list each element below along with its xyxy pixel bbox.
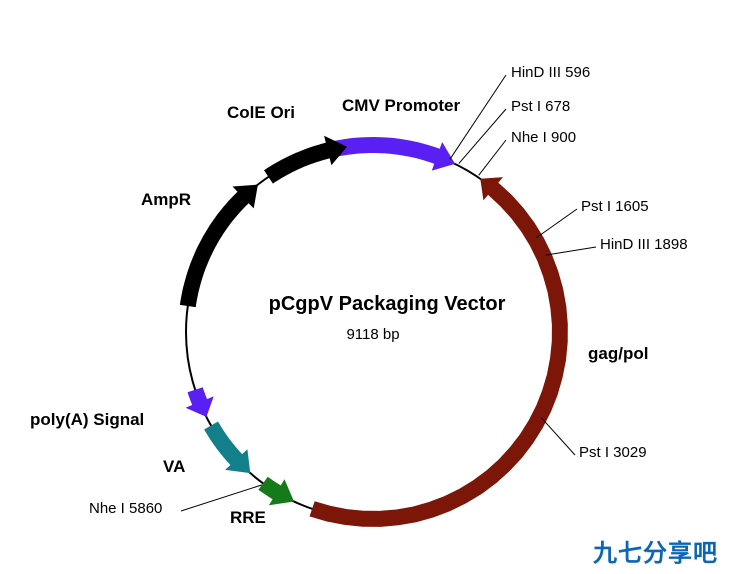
site-leader-pst1605: [536, 208, 578, 238]
site-label-hind1898: HinD III 1898: [600, 236, 688, 253]
feature-arrow-colei: [264, 135, 347, 184]
plasmid-name: pCgpV Packaging Vector: [269, 293, 506, 315]
feature-label-cmv: CMV Promoter: [342, 96, 460, 115]
site-leader-hind1898: [545, 246, 597, 256]
site-label-pst3029: Pst I 3029: [579, 444, 647, 461]
site-leader-pst678: [458, 108, 507, 164]
site-leader-nhe900: [478, 139, 507, 176]
feature-label-gagpol: gag/pol: [588, 344, 648, 363]
feature-label-colei: ColE Ori: [227, 103, 295, 122]
site-label-nhe5860: Nhe I 5860: [89, 500, 162, 517]
site-leader-nhe5860: [180, 484, 263, 512]
feature-arrow-va: [204, 421, 251, 474]
site-leader-hind596: [449, 74, 507, 160]
site-label-pst1605: Pst I 1605: [581, 198, 649, 215]
feature-arrow-ampr: [179, 184, 258, 308]
features-layer: [179, 135, 568, 527]
site-label-pst678: Pst I 678: [511, 98, 570, 115]
feature-label-ampr: AmpR: [141, 190, 191, 209]
feature-arrow-rre: [258, 476, 294, 506]
feature-arrow-polya: [185, 387, 214, 417]
site-label-nhe900: Nhe I 900: [511, 129, 576, 146]
feature-arrow-gagpol: [309, 177, 568, 527]
feature-label-polya: poly(A) Signal: [30, 410, 144, 429]
site-leader-pst3029: [541, 417, 576, 456]
watermark-text: 九七分享吧: [592, 539, 718, 567]
site-label-hind596: HinD III 596: [511, 64, 590, 81]
feature-label-rre: RRE: [230, 508, 266, 527]
restriction-sites-layer: [180, 74, 597, 512]
plasmid-size: 9118 bp: [346, 326, 399, 343]
feature-label-va: VA: [163, 457, 185, 476]
